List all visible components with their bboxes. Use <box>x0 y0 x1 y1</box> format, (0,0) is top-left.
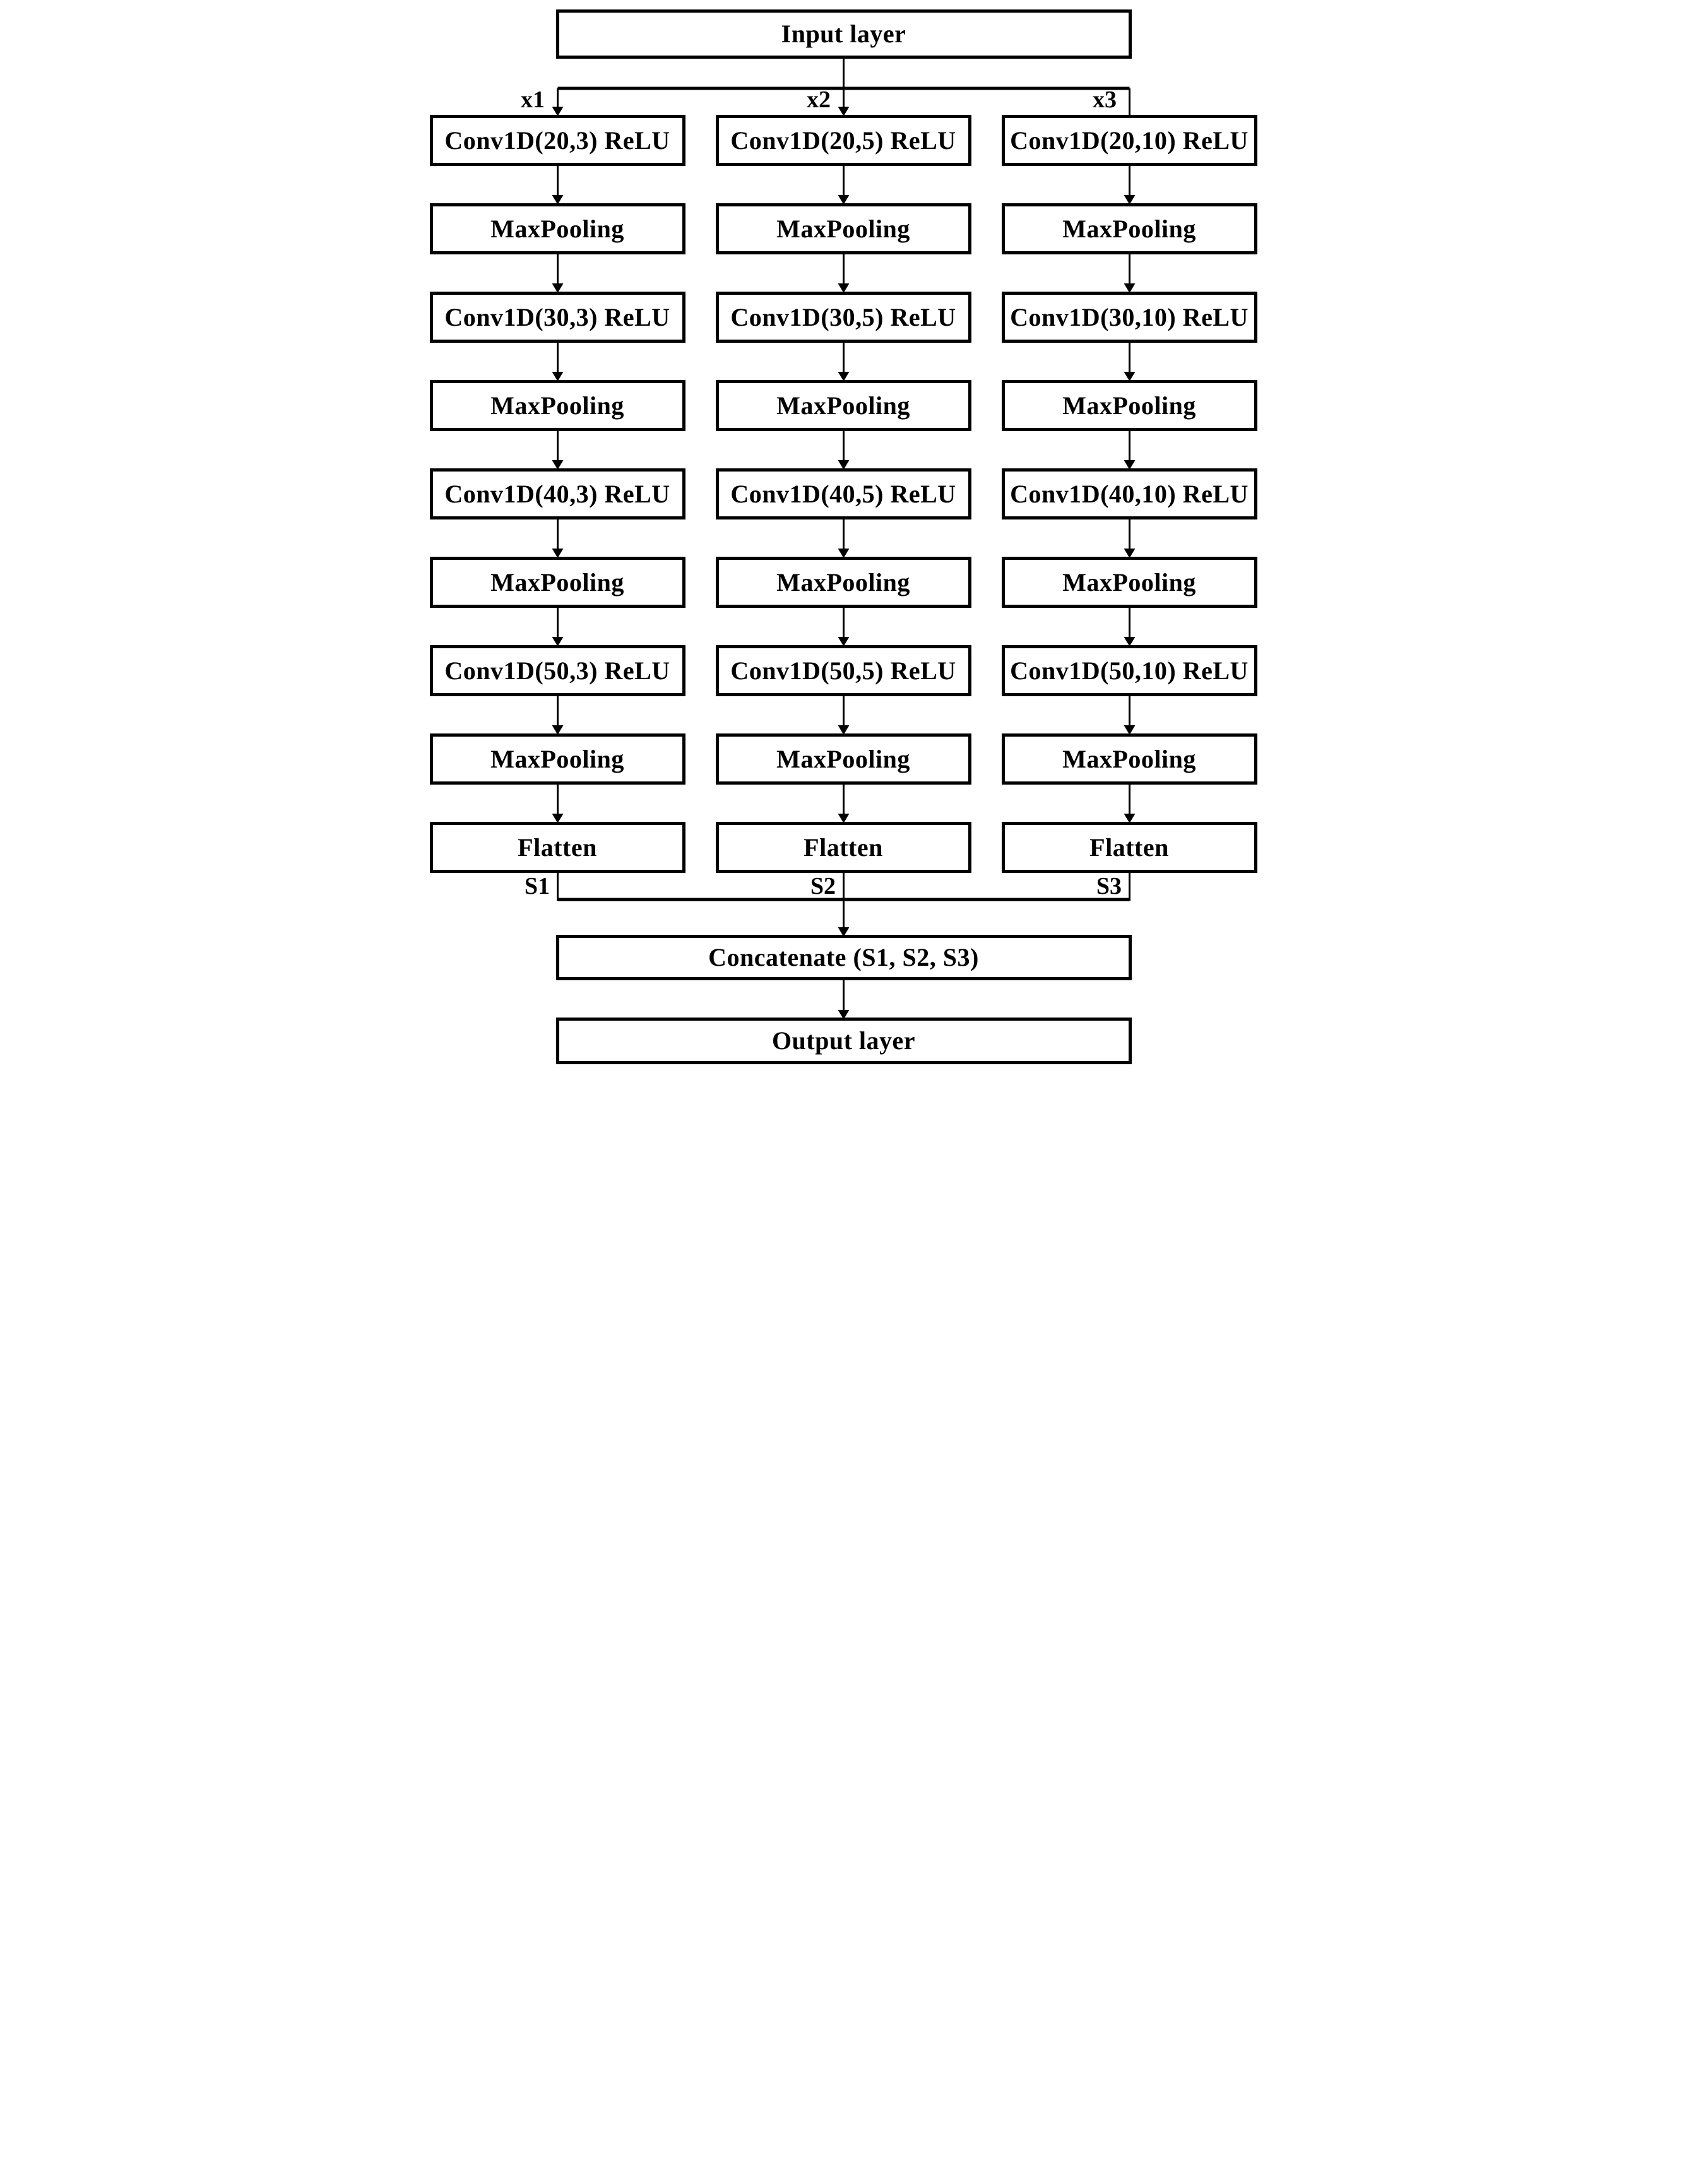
branch-label-x2: x2 <box>807 86 831 113</box>
branch2-layer5-box: Conv1D(40,5) ReLU <box>715 468 971 519</box>
branch2-layer4-label: MaxPooling <box>776 391 910 420</box>
branch2-layer2-box: MaxPooling <box>715 203 971 254</box>
branch1-layer7-box: Conv1D(50,3) ReLU <box>429 645 685 696</box>
sum-label-S1: S1 <box>524 873 550 899</box>
branch1-layer1-box: Conv1D(20,3) ReLU <box>429 115 685 166</box>
branch1-layer8-label: MaxPooling <box>490 744 624 773</box>
branch3-layer2-box: MaxPooling <box>1001 203 1257 254</box>
branch1-layer4-label: MaxPooling <box>490 391 624 420</box>
branch2-layer9-box: Flatten <box>715 822 971 873</box>
branch2-layer6-box: MaxPooling <box>715 557 971 608</box>
branch2-layer4-box: MaxPooling <box>715 380 971 431</box>
branch2-layer6-label: MaxPooling <box>776 567 910 596</box>
branch-label-x1: x1 <box>521 86 545 113</box>
branch2-layer7-box: Conv1D(50,5) ReLU <box>715 645 971 696</box>
branch1-layer7-label: Conv1D(50,3) ReLU <box>444 656 670 685</box>
branch3-layer6-label: MaxPooling <box>1062 567 1196 596</box>
concatenate-label: Concatenate (S1, S2, S3) <box>708 943 979 971</box>
branch1-layer9-box: Flatten <box>429 822 685 873</box>
branch1-layer9-label: Flatten <box>518 833 597 862</box>
branch3-layer4-label: MaxPooling <box>1062 391 1196 420</box>
branch3-layer9-box: Flatten <box>1001 822 1257 873</box>
branch3-layer4-box: MaxPooling <box>1001 380 1257 431</box>
branch1-layer5-label: Conv1D(40,3) ReLU <box>444 479 670 508</box>
output-layer-box: Output layer <box>555 1018 1132 1064</box>
branch1-layer5-box: Conv1D(40,3) ReLU <box>429 468 685 519</box>
branch1-layer2-label: MaxPooling <box>490 214 624 243</box>
branch3-layer7-box: Conv1D(50,10) ReLU <box>1001 645 1257 696</box>
branch3-layer3-box: Conv1D(30,10) ReLU <box>1001 292 1257 343</box>
sum-label-S2: S2 <box>810 873 836 899</box>
branch3-layer5-label: Conv1D(40,10) ReLU <box>1010 479 1249 508</box>
branch3-layer3-label: Conv1D(30,10) ReLU <box>1010 302 1249 331</box>
branch1-layer1-label: Conv1D(20,3) ReLU <box>444 126 670 155</box>
branch-label-x3: x3 <box>1093 86 1117 113</box>
branch3-layer1-box: Conv1D(20,10) ReLU <box>1001 115 1257 166</box>
input-layer-box: Input layer <box>555 9 1132 59</box>
concatenate-box: Concatenate (S1, S2, S3) <box>555 935 1132 980</box>
branch2-layer2-label: MaxPooling <box>776 214 910 243</box>
branch3-layer8-label: MaxPooling <box>1062 744 1196 773</box>
branch3-layer9-label: Flatten <box>1089 833 1169 862</box>
branch2-layer1-label: Conv1D(20,5) ReLU <box>730 126 956 155</box>
branch2-layer9-label: Flatten <box>804 833 883 862</box>
branch3-layer8-box: MaxPooling <box>1001 733 1257 785</box>
branch2-layer8-label: MaxPooling <box>776 744 910 773</box>
branch2-layer8-box: MaxPooling <box>715 733 971 785</box>
branch2-layer3-label: Conv1D(30,5) ReLU <box>730 302 956 331</box>
sum-label-S3: S3 <box>1096 873 1122 899</box>
branch3-layer2-label: MaxPooling <box>1062 214 1196 243</box>
branch3-layer1-label: Conv1D(20,10) ReLU <box>1010 126 1249 155</box>
branch1-layer8-box: MaxPooling <box>429 733 685 785</box>
branch3-layer7-label: Conv1D(50,10) ReLU <box>1010 656 1249 685</box>
branch2-layer5-label: Conv1D(40,5) ReLU <box>730 479 956 508</box>
branch2-layer1-box: Conv1D(20,5) ReLU <box>715 115 971 166</box>
branch1-layer3-label: Conv1D(30,3) ReLU <box>444 302 670 331</box>
branch2-layer3-box: Conv1D(30,5) ReLU <box>715 292 971 343</box>
branch1-layer2-box: MaxPooling <box>429 203 685 254</box>
output-layer-label: Output layer <box>771 1026 916 1055</box>
branch3-layer6-box: MaxPooling <box>1001 557 1257 608</box>
branch1-layer4-box: MaxPooling <box>429 380 685 431</box>
branch1-layer3-box: Conv1D(30,3) ReLU <box>429 292 685 343</box>
branch3-layer5-box: Conv1D(40,10) ReLU <box>1001 468 1257 519</box>
branch2-layer7-label: Conv1D(50,5) ReLU <box>730 656 956 685</box>
branch1-layer6-box: MaxPooling <box>429 557 685 608</box>
branch1-layer6-label: MaxPooling <box>490 567 624 596</box>
input-layer-label: Input layer <box>781 20 906 48</box>
